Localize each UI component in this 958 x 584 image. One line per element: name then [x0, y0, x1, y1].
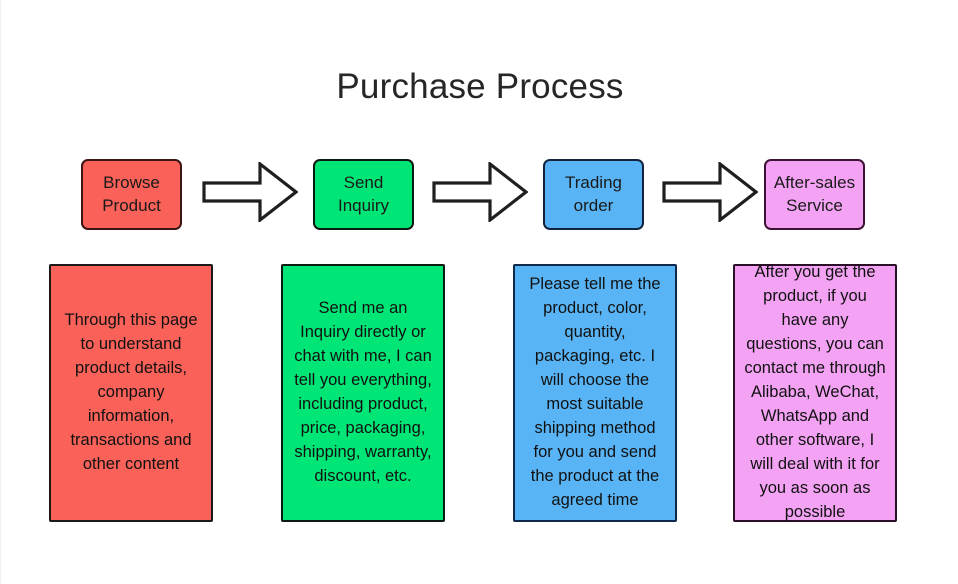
stage-label: Browse Product [102, 172, 161, 215]
detail-text: Please tell me the product, color, quant… [529, 275, 661, 509]
detail-box-send-inquiry: Send me an Inquiry directly or chat with… [281, 264, 445, 522]
detail-box-trading-order: Please tell me the product, color, quant… [513, 264, 677, 522]
stage-box-send-inquiry[interactable]: Send Inquiry [313, 159, 414, 230]
stage-box-after-sales-service[interactable]: After-sales Service [764, 159, 865, 230]
stage-label: After-sales Service [773, 172, 856, 215]
stage-label: Send Inquiry [337, 172, 390, 215]
detail-box-after-sales-service: After you get the product, if you have a… [733, 263, 897, 522]
stage-label: Trading order [564, 172, 622, 215]
detail-text: Send me an Inquiry directly or chat with… [294, 299, 432, 485]
right-block-arrow-icon [432, 162, 528, 222]
detail-text: Through this page to understand product … [64, 311, 198, 473]
stage-box-browse-product[interactable]: Browse Product [81, 159, 182, 230]
right-block-arrow-icon [662, 162, 758, 222]
page-title: Purchase Process [336, 67, 624, 106]
right-block-arrow-icon [202, 162, 298, 222]
detail-box-browse-product: Through this page to understand product … [49, 264, 213, 522]
stage-box-trading-order[interactable]: Trading order [543, 159, 644, 230]
detail-text: After you get the product, if you have a… [744, 263, 886, 521]
